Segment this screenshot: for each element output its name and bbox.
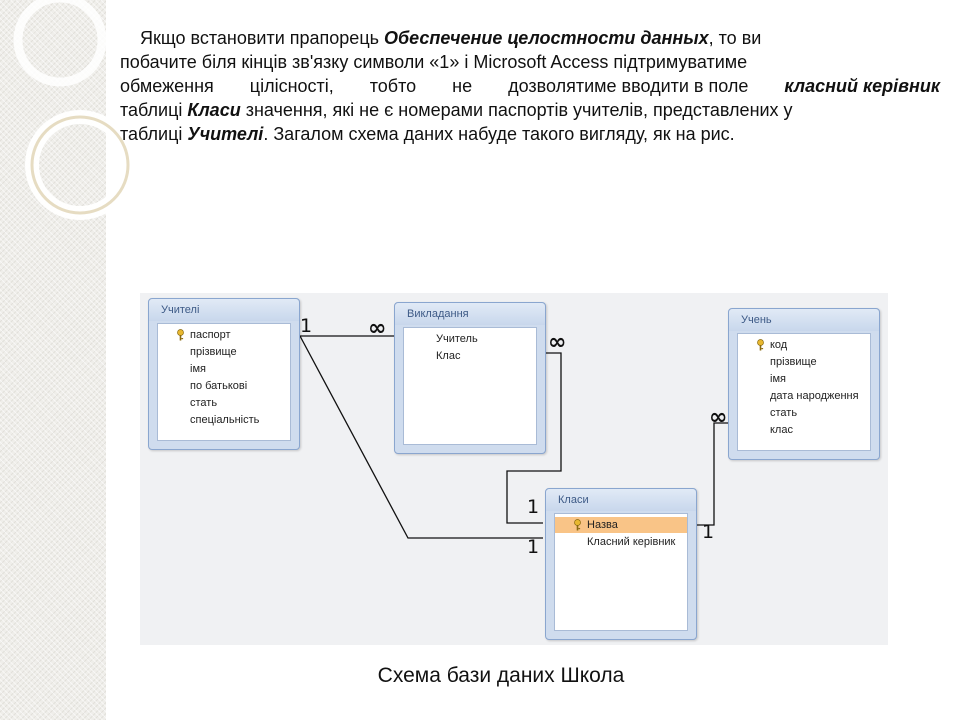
field-name: Назва <box>587 519 618 531</box>
text-span: Якщо встановити прапорець <box>140 28 385 48</box>
paragraph-line-5: таблиці Учителі. Загалом схема даних наб… <box>120 122 940 146</box>
field-row[interactable]: стать <box>738 405 870 421</box>
field-row[interactable]: клас <box>738 422 870 438</box>
field-row[interactable]: код <box>738 337 870 353</box>
decorative-rings <box>13 0 130 220</box>
primary-key-icon <box>757 339 764 351</box>
field-row[interactable]: прізвище <box>738 354 870 370</box>
table-title: Учень <box>729 309 879 331</box>
text-word: обмеження <box>120 76 214 96</box>
infinity-symbol: ∞ <box>368 316 387 341</box>
field-name: по батькові <box>190 380 248 392</box>
infinity-symbol: ∞ <box>548 330 567 355</box>
bold-term: Учителі <box>187 124 264 144</box>
field-row[interactable]: прізвище <box>158 344 290 360</box>
relationship-klasy-uchen <box>690 422 728 526</box>
field-row[interactable]: дата народження <box>738 388 870 404</box>
field-row-selected[interactable]: Назва <box>555 517 687 533</box>
field-name: код <box>770 339 788 351</box>
field-name: прізвище <box>190 346 237 358</box>
table-klasy[interactable]: Класи Назва Класний керівник <box>545 488 697 640</box>
field-name: спеціальність <box>190 414 260 426</box>
field-name: стать <box>190 397 218 409</box>
field-name: дата народження <box>770 390 859 402</box>
text-span: . Загалом схема даних набуде такого вигл… <box>263 124 735 144</box>
table-title: Учителі <box>149 299 299 321</box>
text-word: не <box>452 76 473 96</box>
field-row[interactable]: стать <box>158 395 290 411</box>
field-row[interactable]: Учитель <box>404 331 536 347</box>
field-row[interactable]: паспорт <box>158 327 290 343</box>
text-word: дозволятиме вводити в поле <box>508 76 749 96</box>
field-row[interactable]: по батькові <box>158 378 290 394</box>
paragraph-line-3: обмеження цілісності, тобто не дозволяти… <box>120 74 940 98</box>
table-uchen[interactable]: Учень код прізвище імя дата народження с… <box>728 308 880 460</box>
table-title: Викладання <box>395 303 545 325</box>
bold-term: Класи <box>187 100 241 120</box>
field-name: клас <box>770 424 793 436</box>
field-name: стать <box>770 407 798 419</box>
one-symbol: 1 <box>702 521 715 543</box>
relationship-vykladannia-klasy <box>506 352 562 524</box>
relationship-lines <box>299 335 728 539</box>
diagram-caption: Схема бази даних Школа <box>377 664 625 687</box>
field-row[interactable]: Клас <box>404 348 536 364</box>
paragraph-line-4: таблиці Класи значення, які не є номерам… <box>120 98 940 122</box>
one-symbol: 1 <box>527 496 540 518</box>
text-word: цілісності, <box>249 76 334 96</box>
text-span: таблиці <box>120 100 188 120</box>
field-list: Назва Класний керівник <box>554 513 688 631</box>
table-vykladannia[interactable]: Викладання Учитель Клас <box>394 302 546 454</box>
table-uchyteli[interactable]: Учителі паспорт прізвище імя по батькові… <box>148 298 300 450</box>
relationship-uchyteli-klasy <box>299 335 543 539</box>
field-list: Учитель Клас <box>403 327 537 445</box>
description-paragraph: Якщо встановити прапорець Обеспечение це… <box>120 26 940 146</box>
database-schema-diagram: Учителі паспорт прізвище імя по батькові… <box>140 293 888 645</box>
text-word: тобто <box>369 76 417 96</box>
primary-key-icon <box>574 519 581 531</box>
field-name: Клас <box>436 350 461 362</box>
field-row[interactable]: імя <box>158 361 290 377</box>
one-symbol: 1 <box>527 536 540 558</box>
one-symbol: 1 <box>300 315 313 337</box>
paragraph-line-2: побачите біля кінців зв'язку символи «1»… <box>120 52 748 72</box>
primary-key-icon <box>177 329 184 341</box>
infinity-symbol: ∞ <box>709 405 728 430</box>
field-row[interactable]: імя <box>738 371 870 387</box>
field-row[interactable]: спеціальність <box>158 412 290 428</box>
field-name: паспорт <box>190 329 231 341</box>
field-name: імя <box>190 363 206 375</box>
paragraph-line-1: Якщо встановити прапорець Обеспечение це… <box>120 26 940 50</box>
bold-term: класний керівник <box>784 76 940 96</box>
text-span: , то ви <box>708 28 762 48</box>
field-row[interactable]: Класний керівник <box>555 534 687 550</box>
text-span: значення, які не є номерами паспортів уч… <box>240 100 793 120</box>
field-name: імя <box>770 373 786 385</box>
field-list: паспорт прізвище імя по батькові стать с… <box>157 323 291 441</box>
field-name: Учитель <box>436 333 478 345</box>
text-span: таблиці <box>120 124 188 144</box>
table-title: Класи <box>546 489 696 511</box>
field-list: код прізвище імя дата народження стать к… <box>737 333 871 451</box>
bold-term: Обеспечение целостности данных <box>384 28 709 48</box>
field-name: Класний керівник <box>587 536 676 548</box>
field-name: прізвище <box>770 356 817 368</box>
